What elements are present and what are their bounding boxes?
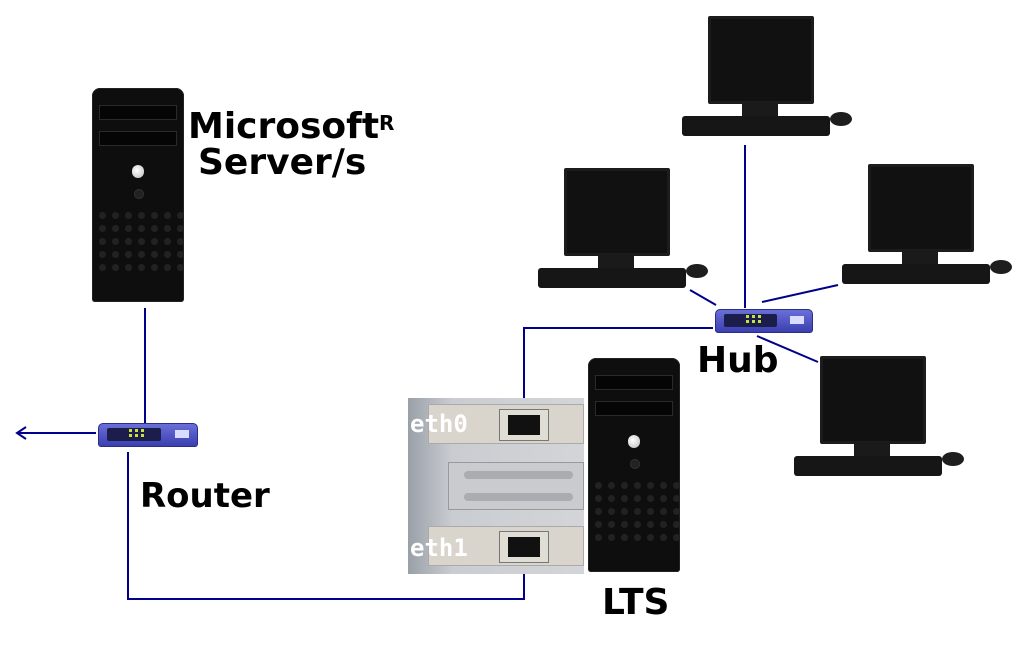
server-label-second: Server/s [198, 142, 367, 183]
router-label: Router [140, 476, 270, 516]
eth1-label: eth1 [410, 534, 468, 562]
server-label: MicrosoftR [188, 108, 394, 146]
lts-tower [588, 358, 681, 572]
mouse [942, 452, 964, 466]
monitor [564, 168, 670, 256]
lts-nic-photo: eth0 eth1 [408, 398, 598, 574]
eth0-label: eth0 [410, 410, 468, 438]
mouse [686, 264, 708, 278]
blank-slot-cover [448, 462, 584, 510]
monitor [820, 356, 926, 444]
arrowhead-external [15, 426, 27, 440]
server-tower [92, 88, 185, 302]
server-label-sup: R [379, 111, 395, 135]
server-label-main: Microsoft [188, 106, 380, 147]
link-router-lts-eth1 [127, 452, 525, 600]
eth1-port [499, 531, 549, 563]
keyboard [794, 456, 942, 476]
link-hub-client-right [761, 284, 839, 303]
link-lts-eth0-hub [523, 327, 713, 402]
router-device [98, 423, 198, 447]
keyboard [842, 264, 990, 284]
mouse [990, 260, 1012, 274]
eth0-port [499, 409, 549, 441]
link-hub-client-left [689, 289, 717, 306]
monitor [708, 16, 814, 104]
hub-device [715, 309, 813, 333]
link-hub-client-bottom-right [756, 335, 819, 363]
monitor [868, 164, 974, 252]
keyboard [538, 268, 686, 288]
mouse [830, 112, 852, 126]
hub-label: Hub [697, 340, 779, 381]
keyboard [682, 116, 830, 136]
lts-label: LTS [602, 582, 670, 623]
